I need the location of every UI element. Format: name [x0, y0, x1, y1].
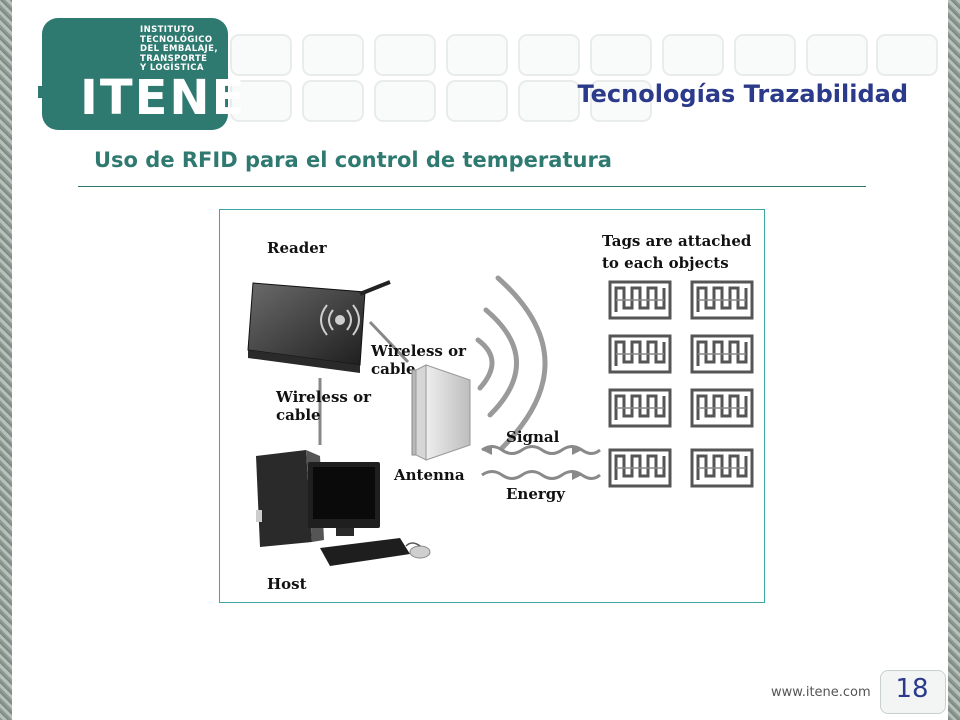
document-title: Tecnologías Trazabilidad	[577, 80, 908, 108]
header-pattern	[12, 0, 960, 140]
rfid-tags	[608, 280, 754, 488]
tags-label-line2: to each objects	[602, 254, 729, 272]
host-label: Host	[267, 575, 307, 593]
reader-label: Reader	[267, 239, 328, 257]
rfid-diagram-svg: Reader Wireless or cable Wireless or cab…	[247, 232, 754, 593]
rfid-tag	[690, 280, 754, 320]
subtitle-divider	[78, 186, 866, 187]
antenna-label: Antenna	[393, 466, 465, 484]
rfid-tag	[608, 280, 672, 320]
host-computer	[256, 450, 431, 566]
tags-label-line1: Tags are attached	[602, 232, 752, 250]
antenna-device	[411, 364, 471, 461]
logo-wordmark: ITENE	[80, 70, 247, 126]
footer-url: www.itene.com	[771, 685, 871, 700]
svg-text:cable: cable	[276, 406, 321, 424]
signal-label: Signal	[506, 428, 560, 446]
rfid-tag	[608, 334, 672, 374]
rfid-tag	[608, 388, 672, 428]
rfid-tag	[690, 388, 754, 428]
slide: INSTITUTO TECNOLÓGICO DEL EMBALAJE, TRAN…	[12, 0, 948, 720]
wireless-label-right: Wireless or	[370, 342, 467, 360]
itene-logo	[42, 18, 228, 130]
slide-subtitle: Uso de RFID para el control de temperatu…	[94, 148, 612, 172]
page-number-box	[880, 670, 946, 714]
svg-text:cable: cable	[371, 360, 416, 378]
rfid-diagram: Reader Wireless or cable Wireless or cab…	[219, 209, 765, 603]
energy-label: Energy	[506, 485, 566, 503]
rfid-tag	[690, 448, 754, 488]
reader-device	[247, 280, 391, 373]
radio-waves	[475, 275, 548, 451]
reader-antenna-link	[368, 320, 410, 364]
rfid-tag	[690, 334, 754, 374]
page-number: 18	[895, 674, 929, 704]
energy-arrow	[481, 470, 601, 480]
logo-institute-text: INSTITUTO TECNOLÓGICO DEL EMBALAJE, TRAN…	[140, 25, 218, 73]
signal-arrow	[481, 445, 601, 455]
wireless-label-left: Wireless or	[275, 388, 372, 406]
rfid-tag	[608, 448, 672, 488]
